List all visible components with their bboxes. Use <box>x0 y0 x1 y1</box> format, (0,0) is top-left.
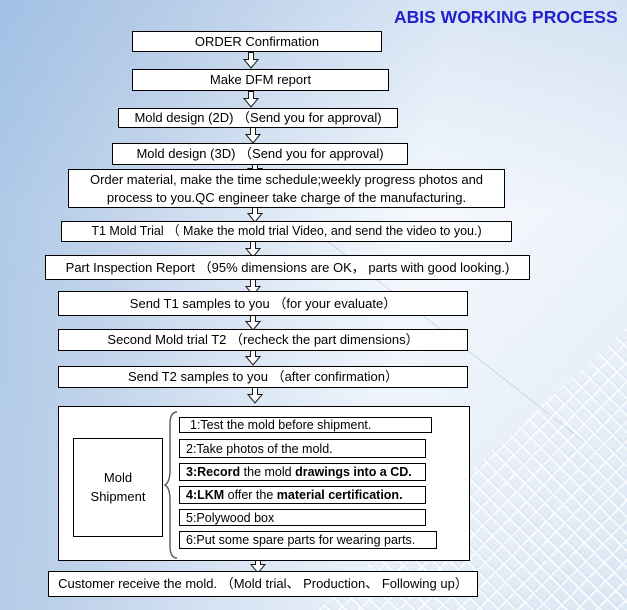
step-dfm-report: Make DFM report <box>132 69 389 91</box>
mold-shipment-section: Mold Shipment 1:Test the mold before shi… <box>58 406 470 561</box>
shipment-item-1: 1:Test the mold before shipment. <box>179 417 432 433</box>
shipment-item-2-text: 2:Take photos of the mold. <box>186 441 333 456</box>
step-send-t1-samples: Send T1 samples to you （for your evaluat… <box>58 291 468 316</box>
shipment-item-3-mid: the mold <box>240 465 296 479</box>
mold-shipment-label: Mold Shipment <box>73 438 163 537</box>
step-second-mold-trial-t2: Second Mold trial T2 （recheck the part d… <box>58 329 468 351</box>
step-order-confirmation: ORDER Confirmation <box>132 31 382 52</box>
shipment-item-4-bold2: material certification. <box>276 488 403 502</box>
shipment-item-3-bold1: 3:Record <box>186 465 241 479</box>
shipment-item-3: 3:Record the mold drawings into a CD. <box>179 463 426 481</box>
down-arrow-icon <box>245 241 261 258</box>
shipment-item-3-bold2: drawings into a CD. <box>295 465 412 479</box>
step-order-material: Order material, make the time schedule;w… <box>68 169 505 208</box>
shipment-item-4-bold1: 4:LKM <box>186 488 225 502</box>
step-part-inspection-report: Part Inspection Report （95% dimensions a… <box>45 255 530 280</box>
shipment-item-5-text: 5:Polywood box <box>186 510 275 525</box>
down-arrow-icon <box>245 279 261 296</box>
shipment-item-1-text: 1:Test the mold before shipment. <box>190 418 372 432</box>
step-mold-design-3d: Mold design (3D) （Send you for approval) <box>112 143 408 165</box>
step-mold-design-2d: Mold design (2D) （Send you for approval) <box>118 108 398 128</box>
down-arrow-icon <box>243 52 259 69</box>
shipment-item-4-mid: offer the <box>224 488 277 502</box>
down-arrow-icon <box>245 349 261 366</box>
shipment-item-5: 5:Polywood box <box>179 509 426 526</box>
down-arrow-icon <box>247 387 263 404</box>
shipment-item-4: 4:LKM offer the material certification. <box>179 486 426 504</box>
step-t1-mold-trial: T1 Mold Trial （ Make the mold trial Vide… <box>61 221 512 242</box>
down-arrow-icon <box>245 127 261 144</box>
shipment-item-2: 2:Take photos of the mold. <box>179 439 426 458</box>
shipment-item-4-text: 4:LKM offer the material certification. <box>186 488 403 502</box>
page-title: ABIS WORKING PROCESS <box>394 7 618 27</box>
shipment-item-6: 6:Put some spare parts for wearing parts… <box>179 531 437 549</box>
shipment-item-3-text: 3:Record the mold drawings into a CD. <box>186 465 412 479</box>
down-arrow-icon <box>243 91 259 108</box>
mold-shipment-label-line2: Shipment <box>90 488 146 504</box>
mold-shipment-label-line1: Mold <box>103 469 133 485</box>
shipment-item-6-text: 6:Put some spare parts for wearing parts… <box>186 533 416 547</box>
step-send-t2-samples: Send T2 samples to you （after confirmati… <box>58 366 468 388</box>
step-customer-receive: Customer receive the mold. （Mold trial、 … <box>48 571 478 597</box>
left-brace-icon <box>162 410 180 565</box>
